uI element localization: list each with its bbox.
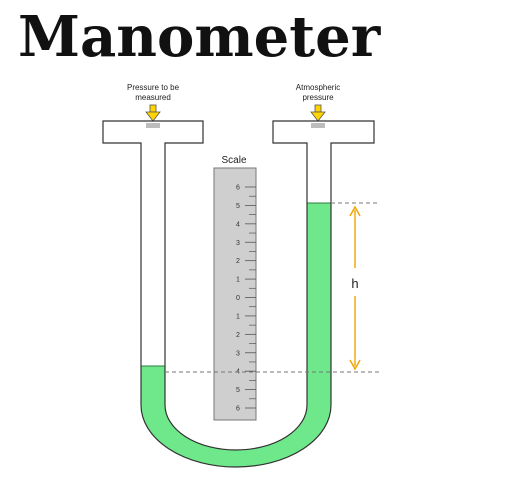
left-down-arrow-icon bbox=[145, 104, 161, 122]
height-difference-arrow bbox=[349, 205, 361, 371]
scale-tick-label: 2 bbox=[236, 258, 240, 265]
scale-ticks: 6543210123456 bbox=[236, 185, 256, 413]
diagram-title: Manometer bbox=[18, 4, 382, 70]
scale-tick-label: 5 bbox=[236, 203, 240, 210]
right-down-arrow-icon bbox=[310, 104, 326, 122]
scale-tick-label: 6 bbox=[236, 185, 240, 192]
scale-tick-label: 4 bbox=[236, 221, 240, 228]
scale-tick-label: 1 bbox=[236, 277, 240, 284]
left-inlet-label-line2: measured bbox=[135, 93, 171, 102]
right-inlet-label-line1: Atmospheric bbox=[296, 83, 340, 92]
scale-title: Scale bbox=[221, 155, 246, 166]
right-inlet-piston bbox=[311, 123, 325, 128]
scale-tick-label: 1 bbox=[236, 313, 240, 320]
height-label: h bbox=[351, 276, 358, 291]
u-tube bbox=[102, 120, 375, 468]
scale-tick-label: 2 bbox=[236, 332, 240, 339]
manometer-fluid bbox=[141, 203, 331, 467]
left-inlet-piston bbox=[146, 123, 160, 128]
right-inlet-label-line2: pressure bbox=[302, 93, 334, 102]
scale-tick-label: 0 bbox=[236, 295, 240, 302]
scale-tick-label: 3 bbox=[236, 350, 240, 357]
scale-tick-label: 5 bbox=[236, 387, 240, 394]
left-inlet-label-line1: Pressure to be bbox=[127, 83, 180, 92]
scale-tick-label: 6 bbox=[236, 406, 240, 413]
scale-bar bbox=[213, 167, 257, 421]
scale-tick-label: 3 bbox=[236, 240, 240, 247]
